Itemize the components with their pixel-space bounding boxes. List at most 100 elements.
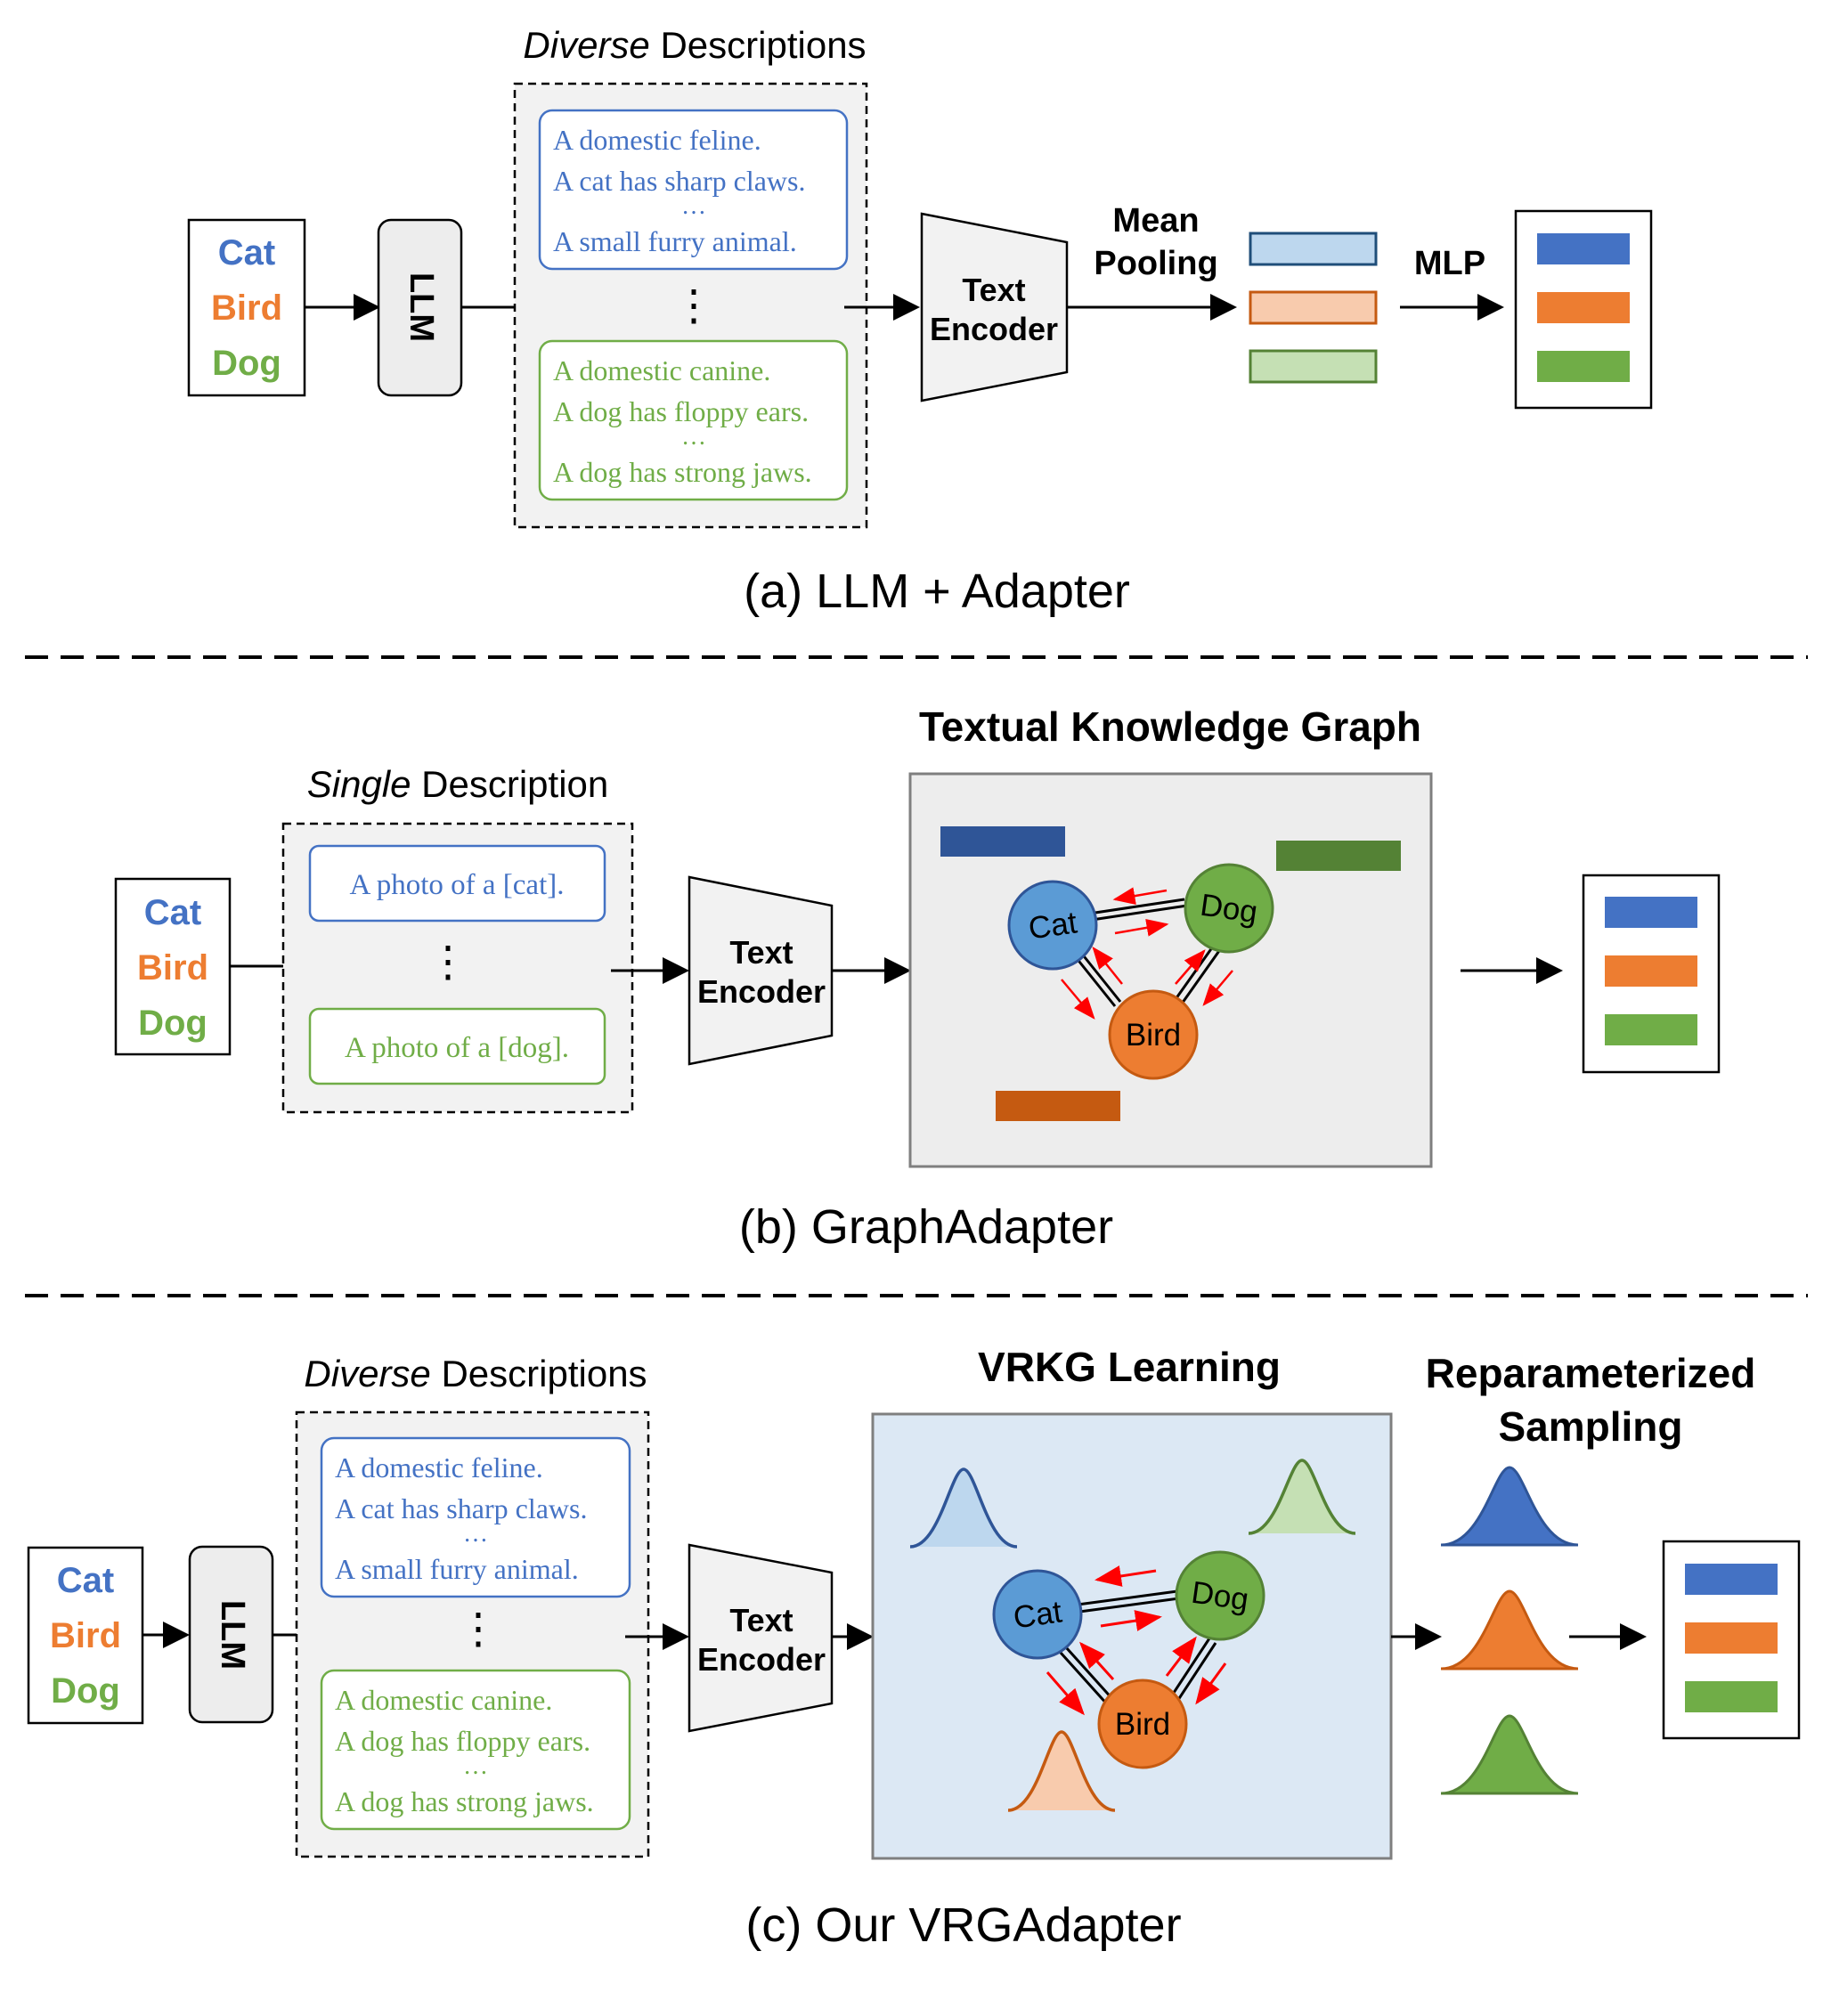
cat-description-2: A cat has sharp claws.	[335, 1492, 587, 1524]
message-arrow-bird-to-cat	[1078, 1641, 1115, 1681]
class-label-bird: Bird	[50, 1616, 121, 1655]
single-description-title: Single Description	[307, 763, 609, 805]
description-vdots: ⋮	[427, 939, 469, 986]
dog-description-1: A domestic canine.	[553, 354, 770, 386]
reparameterized-sampling-title-2: Sampling	[1498, 1403, 1682, 1450]
graph-edge-cat-dog	[1091, 904, 1188, 922]
output-feature-cat	[1605, 897, 1697, 928]
mean-pooling-label-2: Pooling	[1094, 245, 1217, 282]
class-label-cat: Cat	[218, 233, 275, 272]
message-arrow-dog-to-bird	[1195, 1662, 1227, 1705]
cat-description-ellipsis: …	[681, 192, 706, 220]
graph-node-bird-label: Bird	[1126, 1018, 1181, 1053]
class-label-cat: Cat	[144, 893, 201, 932]
textual-knowledge-graph-title: Textual Knowledge Graph	[919, 703, 1421, 750]
text-encoder-label-1: Text	[729, 1602, 793, 1638]
dog-prompt-box	[308, 1007, 606, 1085]
sampled-distribution-dog	[1440, 1714, 1579, 1795]
cat-distribution-icon	[909, 1467, 1018, 1549]
caption-b: (b) GraphAdapter	[739, 1200, 1113, 1254]
llm-label: LLM	[403, 272, 440, 342]
graph-node-bird	[1108, 989, 1199, 1080]
panel-c: Cat Bird Dog LLM Diverse Descriptions A …	[27, 1344, 1801, 1952]
output-feature-bird	[1537, 292, 1630, 323]
class-label-dog: Dog	[51, 1671, 120, 1711]
dog-description-ellipsis: …	[681, 423, 706, 451]
text-encoder-label-2: Encoder	[697, 973, 826, 1010]
output-feature-dog	[1605, 1014, 1697, 1045]
cat-distribution-fill	[910, 1469, 1017, 1547]
text-encoder-label-1: Text	[962, 272, 1025, 308]
graph-edge-cat-dog	[1078, 1597, 1180, 1614]
class-label-cat: Cat	[57, 1561, 114, 1600]
graph-feature-cat	[940, 826, 1065, 857]
output-feature-dog	[1537, 351, 1630, 382]
class-list-box	[187, 218, 306, 397]
text-encoder-label-1: Text	[729, 934, 793, 971]
cat-description-3: A small furry animal.	[335, 1553, 579, 1585]
graph-edge-cat-bird	[1056, 1637, 1116, 1703]
graph-edge-bird-dog	[1172, 943, 1217, 1003]
class-list-box	[27, 1546, 144, 1725]
caption-c: (c) Our VRGAdapter	[745, 1898, 1181, 1952]
dog-description-3: A dog has strong jaws.	[553, 456, 812, 488]
cat-description-ellipsis: …	[463, 1520, 488, 1548]
graph-node-bird-label: Bird	[1115, 1707, 1170, 1742]
text-encoder-box	[920, 212, 1069, 402]
dog-description-1: A domestic canine.	[335, 1684, 552, 1716]
sampled-distribution-cat	[1440, 1466, 1579, 1547]
message-arrow-dog-to-cat	[1095, 1565, 1157, 1587]
text-encoder-box	[688, 875, 834, 1066]
graph-edge-cat-dog	[1077, 1589, 1178, 1606]
graph-edge-bird-dog	[1167, 1638, 1211, 1702]
graph-node-dog	[1175, 1550, 1265, 1641]
bird-distribution-icon	[1007, 1730, 1116, 1812]
cat-descriptions-box	[320, 1436, 631, 1598]
vrkg-learning-title: VRKG Learning	[978, 1344, 1281, 1390]
graph-node-cat-label: Cat	[1011, 1594, 1064, 1635]
cat-description-3: A small furry animal.	[553, 225, 797, 257]
dog-distribution-fill	[1249, 1460, 1355, 1533]
class-list-box	[114, 877, 232, 1056]
graph-node-dog	[1184, 863, 1274, 954]
pooled-feature-dog	[1249, 349, 1378, 384]
class-label-bird: Bird	[211, 289, 282, 328]
mean-pooling-label-1: Mean	[1112, 202, 1199, 240]
graph-node-bird	[1097, 1679, 1188, 1769]
message-arrow-bird-to-dog	[1165, 1636, 1197, 1677]
cat-prompt: A photo of a [cat].	[349, 869, 564, 901]
llm-label: LLM	[214, 1600, 251, 1670]
graph-node-dog-label: Dog	[1189, 1575, 1250, 1618]
dog-description-3: A dog has strong jaws.	[335, 1785, 594, 1817]
output-feature-bird	[1685, 1622, 1778, 1654]
output-feature-cat	[1685, 1564, 1778, 1595]
message-arrow-bird-to-dog	[1175, 949, 1206, 985]
graph-edge-bird-dog	[1178, 947, 1223, 1007]
dog-description-2: A dog has floppy ears.	[553, 395, 809, 427]
cat-description-2: A cat has sharp claws.	[553, 165, 805, 197]
caption-a: (a) LLM + Adapter	[744, 565, 1130, 618]
cat-descriptions-box	[538, 109, 849, 271]
graph-node-dog-label: Dog	[1198, 888, 1259, 931]
bird-distribution-fill	[1008, 1732, 1115, 1810]
text-encoder-label-2: Encoder	[930, 311, 1058, 347]
dog-descriptions-box	[538, 339, 849, 501]
class-label-dog: Dog	[212, 344, 281, 383]
output-feature-bird	[1605, 955, 1697, 987]
graph-edge-bird-dog	[1173, 1642, 1217, 1706]
diverse-descriptions-title: Diverse Descriptions	[304, 1353, 647, 1394]
message-arrow-dog-to-bird	[1202, 970, 1233, 1006]
class-label-dog: Dog	[138, 1004, 208, 1043]
panel-a: Cat Bird Dog LLM Diverse Descriptions A …	[187, 24, 1653, 618]
cat-description-1: A domestic feline.	[553, 124, 761, 156]
message-arrow-cat-to-bird	[1061, 979, 1095, 1020]
panel-b: Cat Bird Dog Single Description A photo …	[114, 703, 1721, 1254]
reparameterized-sampling-title-1: Reparameterized	[1426, 1350, 1756, 1396]
class-label-bird: Bird	[137, 948, 208, 988]
mlp-label: MLP	[1414, 245, 1485, 282]
text-encoder-label-2: Encoder	[697, 1641, 826, 1678]
text-encoder-box	[688, 1543, 834, 1733]
message-arrow-dog-to-cat	[1112, 887, 1168, 906]
output-feature-cat	[1537, 233, 1630, 264]
